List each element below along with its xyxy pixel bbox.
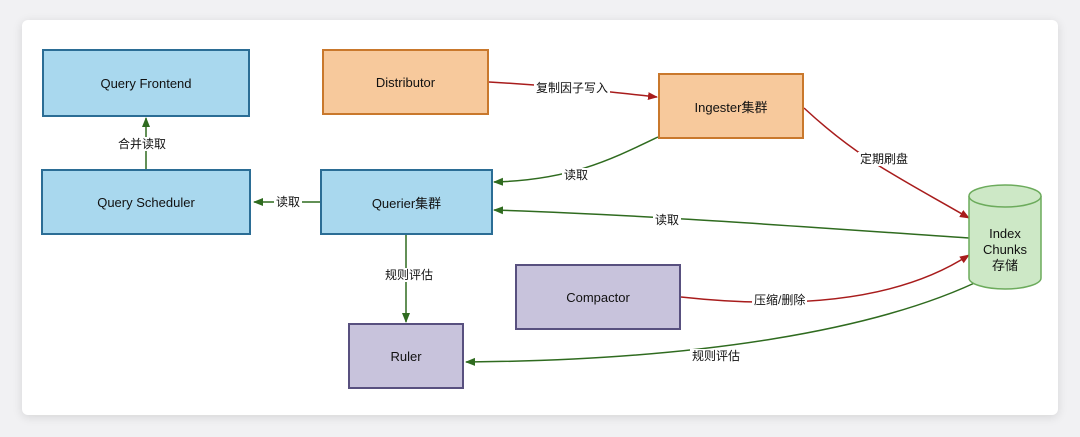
query-scheduler-node: Query Scheduler (41, 169, 251, 235)
edge-compactor-to-storage (680, 254, 970, 304)
edge-storage-to-querier (493, 206, 970, 239)
edge-label-merge-read: 合并读取 (116, 137, 169, 151)
edge-ingester-to-querier (493, 136, 659, 186)
edge-label-compact-delete: 压缩/删除 (752, 293, 808, 307)
storage-cylinder (968, 184, 1042, 290)
ingester-node: Ingester集群 (658, 73, 804, 139)
edge-label-scheduler-read: 读取 (274, 195, 303, 209)
querier-node: Querier集群 (320, 169, 493, 235)
storage-label-line1: Index (989, 226, 1021, 241)
edge-label-rule-eval-storage: 规则评估 (690, 349, 743, 363)
edge-label-storage-read: 读取 (653, 213, 682, 227)
compactor-node: Compactor (515, 264, 681, 330)
query-frontend-node: Query Frontend (42, 49, 250, 117)
storage-label: Index Chunks 存储 (968, 226, 1042, 274)
edge-label-replicate-write: 复制因子写入 (534, 81, 611, 95)
edge-label-ingester-read: 读取 (562, 168, 591, 182)
distributor-node: Distributor (322, 49, 489, 115)
storage-label-line3: 存储 (991, 258, 1018, 273)
edge-ingester-to-storage (803, 107, 970, 219)
edge-label-flush: 定期刷盘 (858, 152, 911, 166)
edge-label-rule-eval-querier: 规则评估 (383, 268, 436, 282)
storage-label-line2: Chunks (982, 242, 1028, 257)
edge-storage-to-ruler (465, 277, 986, 366)
ruler-node: Ruler (348, 323, 464, 389)
